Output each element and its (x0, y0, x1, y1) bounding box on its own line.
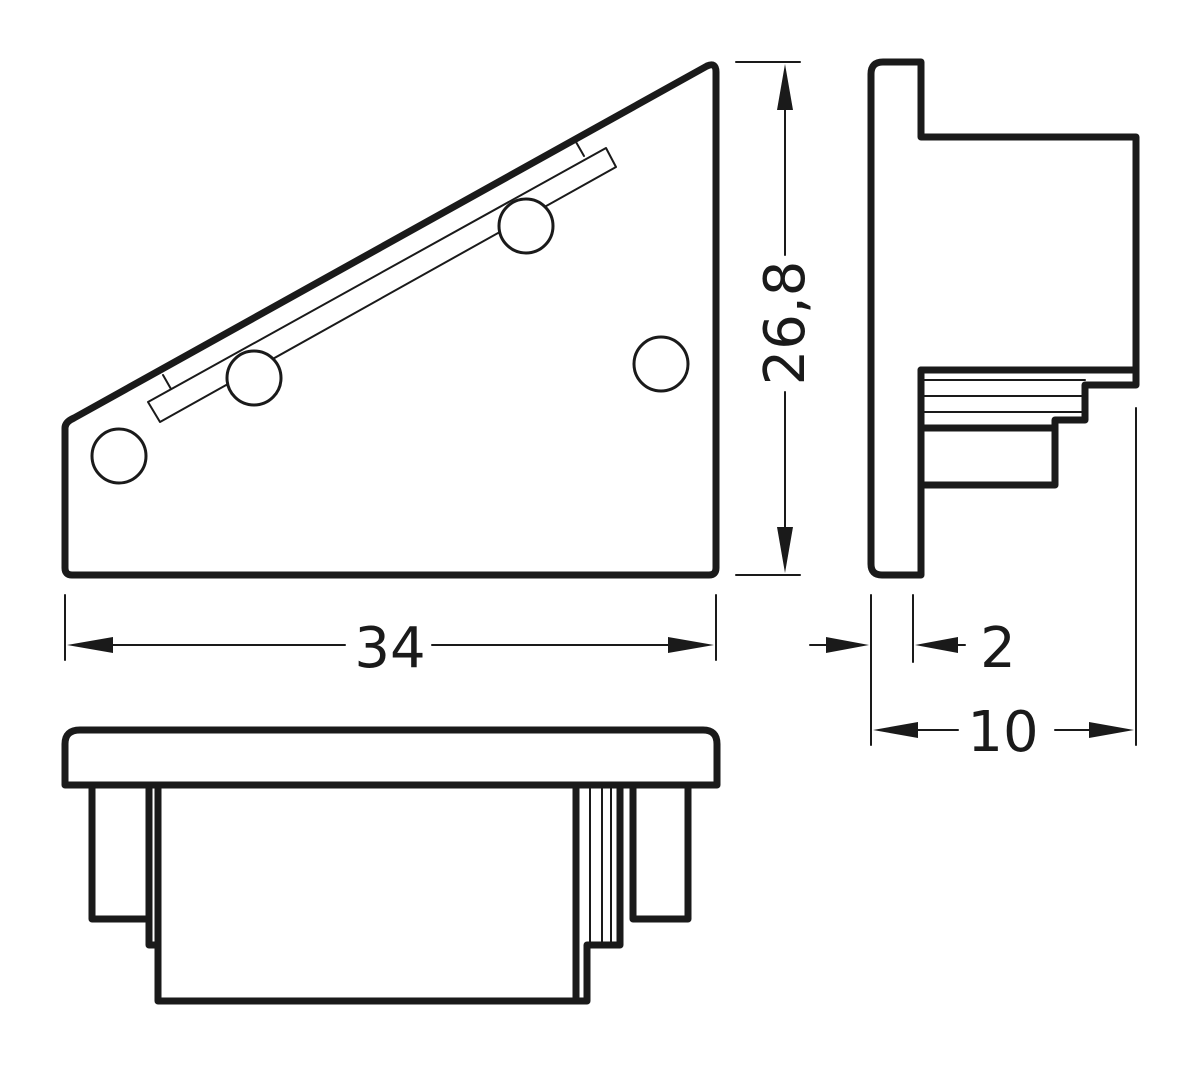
width-arrow-right (668, 637, 714, 653)
height-arrow-bottom (777, 527, 793, 573)
depth-arrow-right (1089, 722, 1134, 738)
width-dimension-label: 34 (354, 616, 425, 681)
bottom-view-right-wall (572, 781, 624, 1005)
side-view (867, 58, 1140, 579)
bottom-view-body (154, 781, 580, 1005)
hole-2 (225, 349, 283, 407)
bottom-view-left-tab (88, 781, 153, 923)
hole-3 (497, 197, 555, 255)
height-arrow-top (777, 64, 793, 110)
slot-tick-right (575, 141, 585, 157)
wall-thickness-dimension: 2 (809, 594, 1016, 746)
height-dimension-label: 26,8 (753, 261, 818, 386)
side-view-outline (867, 58, 1140, 579)
front-view (61, 61, 720, 579)
width-arrow-left (67, 637, 113, 653)
depth-arrow-left (873, 722, 918, 738)
wall-thickness-label: 2 (980, 616, 1016, 681)
height-dimension: 26,8 (735, 61, 818, 576)
wall-arrow-right (915, 637, 958, 653)
bottom-view-right-tab (629, 781, 692, 923)
depth-dimension-label: 10 (967, 700, 1038, 765)
bottom-view (61, 726, 721, 1005)
wall-arrow-left (826, 637, 869, 653)
hole-4 (632, 335, 690, 393)
slot-tick-left (162, 374, 172, 390)
width-dimension: 34 (64, 594, 717, 681)
mounting-slot (147, 147, 617, 423)
hole-1 (90, 427, 148, 485)
front-view-outline (61, 61, 720, 579)
bottom-view-cap (61, 726, 721, 789)
depth-dimension: 10 (873, 407, 1137, 765)
